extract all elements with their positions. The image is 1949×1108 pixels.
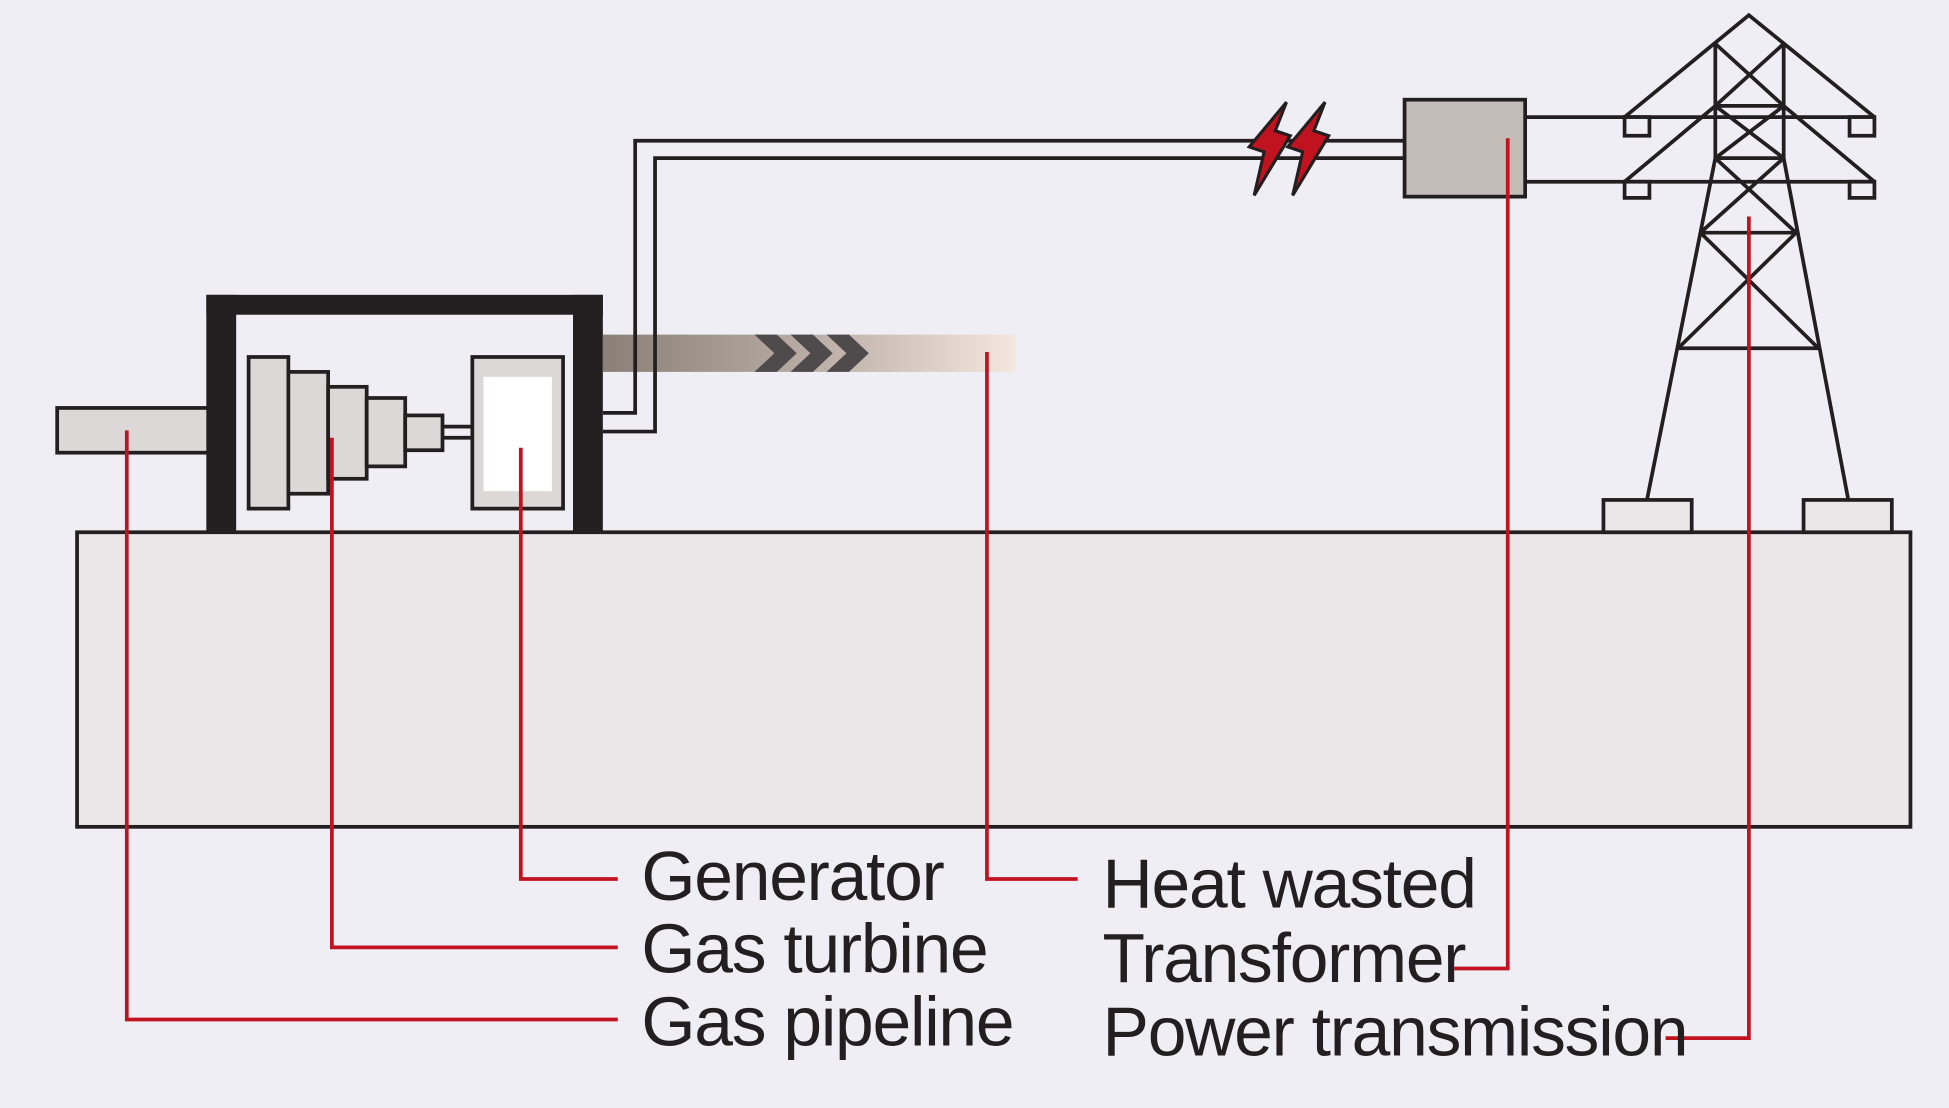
callout-generator [518,447,618,881]
gas-pipeline [55,406,214,455]
chevron-right-icon [826,334,869,372]
chevron-right-icon [754,334,797,372]
callout-power-transmission [1665,216,1751,1041]
label-transformer: Transformer [1103,919,1467,997]
callout-transformer [1454,138,1510,971]
callout-gas-turbine [330,437,618,950]
callout-lines [124,138,1751,1041]
transmission-pylon [1601,12,1894,535]
chevron-right-icon [790,334,833,372]
label-gas-turbine: Gas turbine [641,909,987,987]
transmission-wires [1525,115,1875,184]
label-gas-pipeline: Gas pipeline [641,983,1013,1061]
label-heat-wasted: Heat wasted [1103,845,1476,923]
plant-building [206,294,603,533]
power-cable [602,138,1405,434]
heat-exhaust [602,334,1016,372]
ground-slab [75,530,1913,829]
label-power-transmission: Power transmission [1103,993,1688,1071]
callout-gas-pipeline [124,430,618,1022]
lightning-bolt-icon [1246,101,1332,197]
callout-heat-wasted [985,352,1078,881]
transformer [1402,97,1528,199]
label-generator: Generator [641,837,944,915]
gas-turbine [246,355,473,511]
generator [470,355,565,511]
